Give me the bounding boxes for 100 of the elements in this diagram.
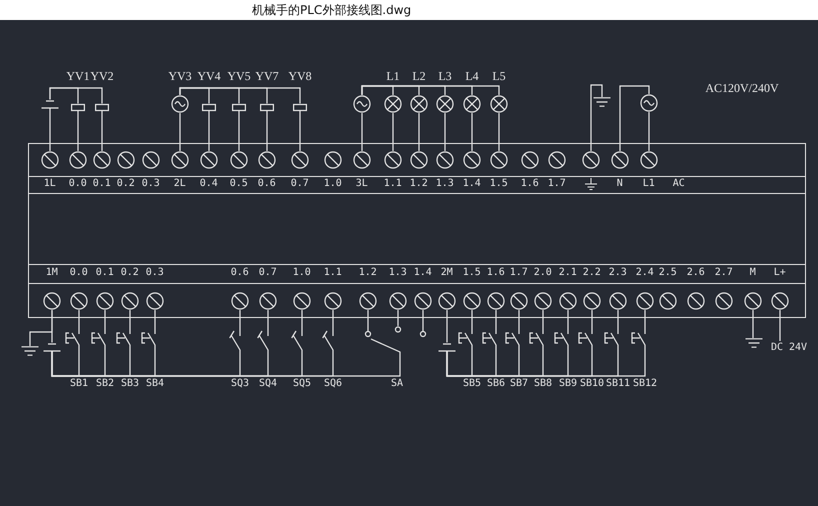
limit-switch <box>291 330 303 354</box>
terminal-label: 1.2 <box>358 268 377 278</box>
switch-label: SB11 <box>606 379 630 389</box>
terminal-label: 1.4 <box>414 268 432 278</box>
limit-switch <box>322 330 334 354</box>
push-button-switch <box>631 330 646 350</box>
wire <box>179 87 301 104</box>
terminal-label: 0.5 <box>230 178 248 189</box>
terminal-label: 1.5 <box>462 268 481 278</box>
push-button-switch <box>458 330 473 350</box>
wire <box>567 310 569 330</box>
wire <box>129 310 131 330</box>
terminal-label: AC <box>672 178 685 189</box>
ac-source <box>171 95 189 113</box>
terminal-screw <box>636 292 654 310</box>
device-label: L2 <box>412 70 426 82</box>
terminal-label: 2.5 <box>658 268 677 278</box>
terminal-screw <box>384 150 402 169</box>
terminal-screw <box>358 292 377 310</box>
terminal-screw <box>582 150 600 169</box>
wire <box>471 113 473 151</box>
terminal-screw <box>658 292 677 310</box>
terminal-label: 0.1 <box>92 178 111 189</box>
push-button-switch <box>91 330 106 350</box>
terminal-screw <box>490 150 508 169</box>
terminal-label: L+ <box>774 268 786 278</box>
terminal-label: 1.4 <box>462 178 481 189</box>
wire <box>154 310 156 330</box>
terminal-screw <box>582 292 601 310</box>
ground-symbol <box>745 338 763 348</box>
terminal-label: 2.0 <box>534 268 552 278</box>
terminal-screw <box>610 150 629 169</box>
wire <box>648 112 650 151</box>
terminal-screw <box>324 292 342 310</box>
terminal-screw <box>292 292 311 310</box>
push-button-switch <box>505 330 520 350</box>
push-button-switch <box>65 330 80 350</box>
terminal-label: 2.6 <box>686 268 705 278</box>
terminal-screw <box>520 150 539 169</box>
terminal-screw <box>40 150 59 169</box>
push-button-switch <box>554 330 569 350</box>
switch-label: SB5 <box>462 379 482 389</box>
wire <box>332 310 334 330</box>
terminal-screw <box>714 292 733 310</box>
terminal-label: 2M <box>440 268 453 278</box>
solenoid-coil <box>202 104 216 110</box>
lamp <box>490 95 508 113</box>
terminal-label: 1.2 <box>410 178 428 189</box>
terminal-label: 1.7 <box>510 268 528 278</box>
terminal-label: 1.0 <box>324 178 342 189</box>
wire <box>77 110 79 151</box>
device-label: YV3 <box>168 70 192 82</box>
terminal-screw <box>534 292 552 310</box>
terminal-label: 0.1 <box>96 268 114 278</box>
device-label: YV2 <box>90 70 114 82</box>
terminal-screw <box>258 292 277 310</box>
terminal-label: 1.6 <box>520 178 539 189</box>
terminal-screw <box>640 150 658 169</box>
ground-symbol <box>593 97 611 107</box>
terminal-label: 0.2 <box>120 268 139 278</box>
terminal-label: 1.3 <box>388 268 407 278</box>
wire <box>239 310 241 330</box>
battery <box>41 100 59 108</box>
terminal-label: 3L <box>356 178 368 189</box>
wire <box>104 310 106 330</box>
wire <box>51 310 53 342</box>
wire <box>397 310 399 326</box>
wire <box>299 110 301 151</box>
device-label: L1 <box>386 70 400 82</box>
lamp <box>436 95 454 113</box>
wire <box>51 352 401 377</box>
terminal-screw <box>558 292 577 310</box>
terminal-label: 1L <box>44 178 56 189</box>
supply-label: DC 24V <box>770 341 808 354</box>
terminal-screw <box>410 150 428 169</box>
terminal-screw <box>770 292 789 310</box>
terminal-screw <box>42 292 61 310</box>
ac-source <box>640 94 658 112</box>
terminal-label: 2.7 <box>714 268 733 278</box>
device-label: L4 <box>465 70 479 82</box>
wire <box>779 310 781 341</box>
wire <box>208 110 210 151</box>
terminal-screw <box>608 292 627 310</box>
terminal-label: 1.7 <box>548 178 566 189</box>
solenoid-coil <box>95 104 109 110</box>
push-button-switch <box>482 330 497 350</box>
switch-label: SB3 <box>120 379 140 389</box>
push-button-switch <box>116 330 131 350</box>
terminal-label: 0.0 <box>68 178 87 189</box>
terminal-screw <box>68 150 87 169</box>
terminal-screw <box>116 150 135 169</box>
push-button-switch <box>578 330 593 350</box>
wire <box>752 310 754 338</box>
terminal-label: 0.3 <box>146 268 164 278</box>
push-button-switch <box>604 330 619 350</box>
terminal-screw <box>142 150 160 169</box>
wire <box>392 113 394 151</box>
terminal-label: L1 <box>642 178 655 189</box>
terminal-screw <box>92 150 111 169</box>
switch-label: SB6 <box>486 379 506 389</box>
